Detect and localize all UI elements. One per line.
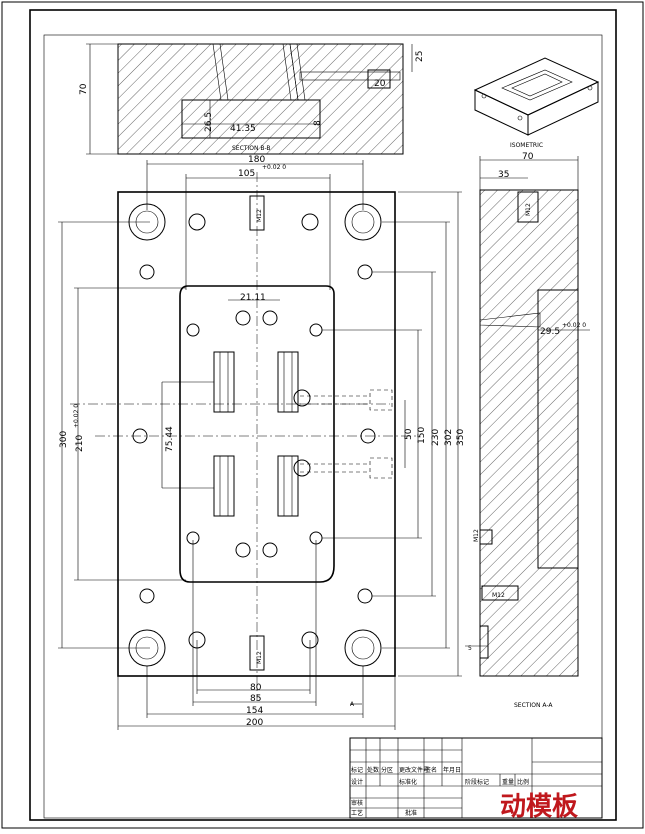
aa-thread-b: M12 [473,529,480,542]
thread-top-label: M12 [256,209,263,222]
bb-width-label: 41.35 [230,124,256,134]
section-aa-view: M12 M12 M12 5 70 35 29.5 +0.02 0 SECTION… [465,152,590,709]
thread-hole-bottom [249,635,265,671]
aa-thread-a: M12 [525,203,532,216]
tb-row1-1: 处数 [367,766,379,774]
tb-row2-5: 阶段标记 [465,778,489,786]
dim-right-350: 350 [456,429,466,446]
frame-border [43,34,603,819]
dim-gate-width: 21.11 [240,293,266,303]
drawing-title: 动模板 [500,792,578,822]
tb-row1-5: 年月日 [443,766,461,774]
cavities [213,351,299,517]
dim-left-inner: 210 [75,435,85,452]
aa-bottom-label: 5 [468,645,472,652]
inner-border [29,9,617,821]
marker-a: A [350,701,355,708]
tb-row2-7: 比例 [517,778,529,786]
tb-row1-2: 分区 [381,766,393,774]
dim-right-302: 302 [444,429,454,446]
dim-bottom-200: 200 [246,718,263,728]
tb-row2-2: 标准化 [399,778,417,786]
dim-right-50: 50 [404,428,414,440]
aa-inner-label: 35 [498,170,509,180]
bb-top-label: 25 [415,51,425,62]
tb-row2-6: 重量 [502,778,514,786]
isometric-view: ISOMETRIC [473,57,600,149]
plate-outline [117,191,396,677]
dim-top-inner-tol: +0.02 0 [262,164,286,171]
aa-width-label: 70 [522,152,534,162]
dim-cavity-pitch: 75.44 [165,426,175,452]
bb-offset-label: 20 [374,79,386,89]
dim-bottom-80: 80 [250,683,262,693]
aa-cavity-tol: +0.02 0 [562,322,586,329]
section-bb-view: 70 26.5 41.35 8 20 25 SECTION B-B [79,43,425,155]
bb-depth-a-label: 26.5 [204,112,214,132]
tb-row4-2: 批准 [405,809,417,817]
tb-row4-0: 工艺 [351,809,363,817]
dim-bottom-154: 154 [246,706,263,716]
dim-top-inner: 105 [238,169,255,179]
dim-right-230: 230 [431,429,441,446]
tb-row1-4: 签名 [425,766,437,774]
dim-left-inner-tol: +0.02 0 [73,404,80,428]
tb-row1-3: 更改文件号 [399,766,429,774]
thread-bottom-label: M12 [256,651,263,664]
aa-thread-c: M12 [492,592,505,599]
dim-left-height: 300 [59,431,69,448]
bb-title: SECTION B-B [232,145,271,152]
dim-top-outer: 180 [248,155,265,165]
thread-hole-top [249,195,265,231]
dim-bottom-85: 85 [250,694,261,704]
tb-row3-0: 审核 [351,799,363,807]
aa-cavity-label: 29.5 [540,327,560,337]
title-block: 标记 处数 分区 更改文件号 签名 年月日 设计 标准化 阶段标记 重量 比例 … [349,737,603,822]
bb-height-label: 70 [79,83,89,95]
aa-title: SECTION A-A [514,702,553,709]
main-plan-view: M12 M12 180 105 +0.02 0 21.11 300 [58,155,466,730]
tb-row1-0: 标记 [351,766,363,774]
tb-row2-0: 设计 [351,778,363,786]
bb-depth-b-label: 8 [313,120,323,126]
iso-label: ISOMETRIC [510,142,543,149]
dim-right-150: 150 [417,427,427,444]
